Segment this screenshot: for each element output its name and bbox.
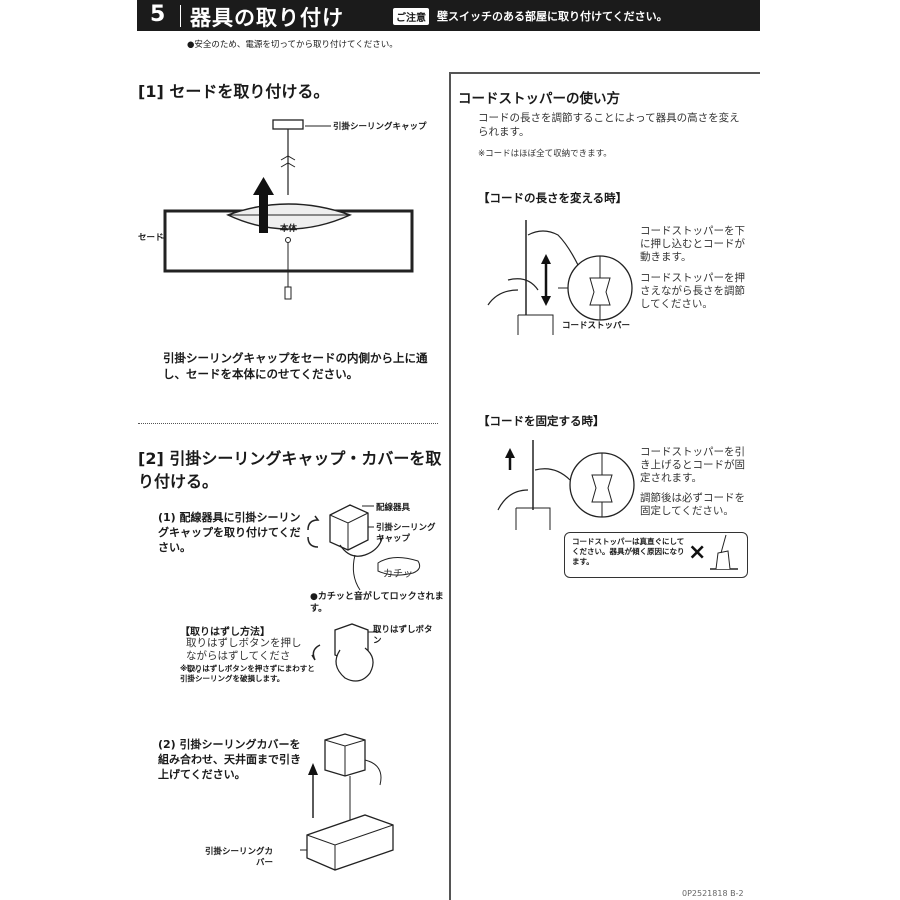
cover-install-illustration xyxy=(300,733,394,871)
label-wiring-device: 配線器具 xyxy=(376,503,411,513)
safety-note: ●安全のため、電源を切ってから取り付けてください。 xyxy=(187,40,398,50)
fix-cord-illustration xyxy=(497,440,635,530)
change-length-text-1: コードストッパーを下に押し込むとコードが動きます。 xyxy=(640,225,745,263)
removal-heading: 【取りはずし方法】 xyxy=(180,627,270,638)
page-code: 0P2521818 B-2 xyxy=(682,889,744,898)
removal-warning: ※取りはずしボタンを押さずにまわすと引掛シーリングを破損します。 xyxy=(180,664,315,683)
cord-stopper-panel-left xyxy=(449,72,451,900)
notice-text: 壁スイッチのある部屋に取り付けてください。 xyxy=(437,10,668,23)
header-divider xyxy=(180,5,181,27)
fix-cord-heading: 【コードを固定する時】 xyxy=(478,414,605,428)
lock-note: ●カチッと音がしてロックされます。 xyxy=(310,592,444,614)
cord-stopper-title: コードストッパーの使い方 xyxy=(458,91,620,107)
step1-title: [1] セードを取り付ける。 xyxy=(138,82,330,101)
change-length-illustration xyxy=(487,220,633,335)
tilt-warning-box xyxy=(564,532,748,578)
shade-installation-illustration xyxy=(161,119,414,300)
removal-instruction: 取りはずしボタンを押しながらはずしてください。 xyxy=(186,637,302,675)
removal-illustration xyxy=(311,623,380,682)
cap-attach-illustration xyxy=(307,504,421,591)
label-cord-stopper: コードストッパー xyxy=(562,321,631,331)
change-length-text-2: コードストッパーを押さえながら長さを調節してください。 xyxy=(640,272,745,310)
change-length-heading: 【コードの長さを変える時】 xyxy=(478,191,628,205)
tilt-warning-text: コードストッパーは真直ぐにしてください。器具が傾く原因になります。 xyxy=(572,537,685,566)
step2-sub1-instruction: (1) 配線器具に引掛シーリングキャップを取り付けてください。 xyxy=(158,511,301,554)
tilt-warning-illustration: × xyxy=(688,534,738,570)
label-ceiling-cover: 引掛シーリングカバー xyxy=(205,847,274,868)
step2-sub2-instruction: (2) 引掛シーリングカバーを組み合わせ、天井面まで引き上げてください。 xyxy=(158,738,301,781)
fix-cord-text-2: 調節後は必ずコードを固定してください。 xyxy=(640,492,745,517)
label-release-button: 取りはずしボタン xyxy=(373,625,433,646)
cord-stopper-intro: コードの長さを調節することによって器具の高さを変えられます。 xyxy=(478,112,740,138)
step-number: 5 xyxy=(150,2,166,27)
cord-stopper-panel-top xyxy=(449,72,760,74)
fix-cord-text-1: コードストッパーを引き上げるとコードが固定されます。 xyxy=(640,446,745,484)
section-divider xyxy=(138,423,438,424)
cord-stopper-note: ※コードはほぼ全て収納できます。 xyxy=(478,149,612,159)
label-ceiling-cap-2: 引掛シーリングキャップ xyxy=(376,523,436,544)
step1-instruction: 引掛シーリングキャップをセードの内側から上に通し、セードを本体にのせてください。 xyxy=(163,351,428,381)
notice-badge: ご注意 xyxy=(393,8,429,25)
step2-title: [2] 引掛シーリングキャップ・カバーを取り付ける。 xyxy=(138,449,442,491)
label-shade: セード xyxy=(138,233,164,243)
svg-text:×: × xyxy=(688,540,706,565)
label-ceiling-cap: 引掛シーリングキャップ xyxy=(333,122,427,132)
section-title: 器具の取り付け xyxy=(190,6,344,30)
label-body: 本体 xyxy=(280,224,298,234)
section-header-bar xyxy=(137,0,760,31)
click-sound-label: カチッ xyxy=(383,569,413,580)
